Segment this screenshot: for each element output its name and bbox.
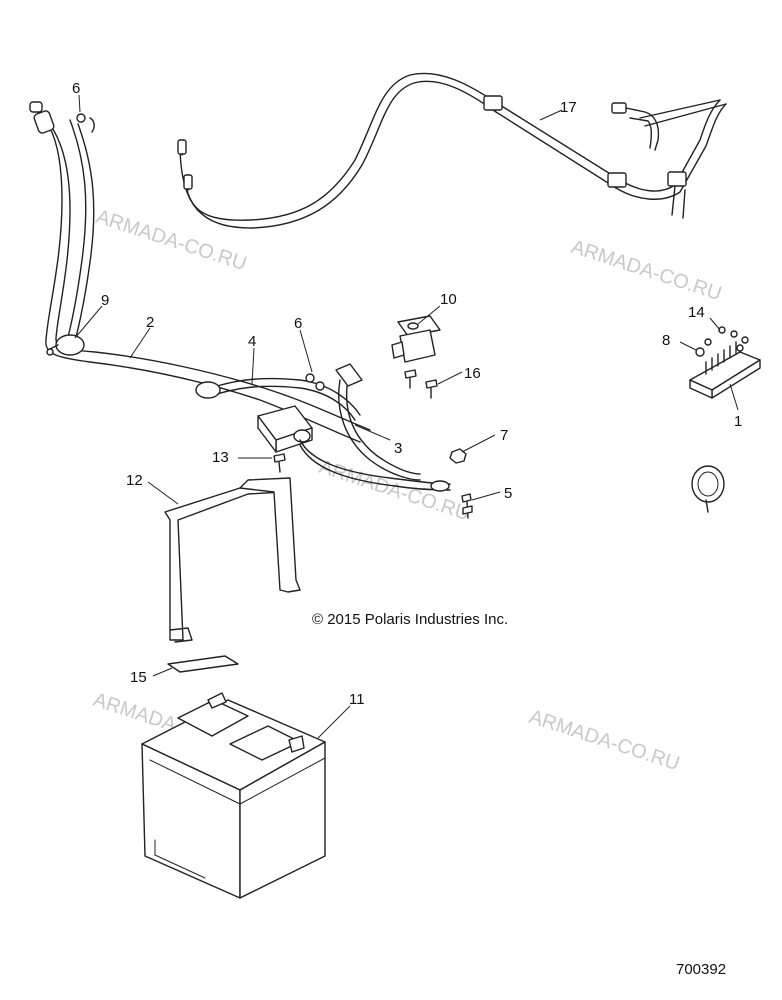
part-3-cable	[299, 363, 451, 492]
watermark-5: ARMADA-CO.RU	[526, 706, 682, 775]
callout-3: 3	[394, 440, 402, 457]
callout-10: 10	[440, 291, 457, 308]
part-10-relay	[391, 315, 441, 363]
callout-12: 12	[126, 472, 143, 489]
watermark-2: ARMADA-CO.RU	[568, 236, 724, 305]
part-5-stud	[461, 493, 473, 519]
part-16-screw	[404, 369, 438, 399]
callout-8: 8	[662, 332, 670, 349]
watermark-1: ARMADA-CO.RU	[93, 206, 249, 275]
callout-6-mid: 6	[294, 315, 302, 332]
part-6-nuts	[76, 113, 325, 391]
part-17-cable-harness	[177, 72, 727, 229]
copyright-text: © 2015 Polaris Industries Inc.	[312, 611, 508, 628]
callout-2: 2	[146, 314, 154, 331]
watermarks: ARMADA-CO.RU ARMADA-CO.RU ARMADA-CO.RU A…	[90, 206, 724, 775]
part-11-battery	[141, 692, 326, 899]
leader-lines	[74, 94, 739, 739]
callout-13: 13	[212, 449, 229, 466]
part-15-pad	[167, 655, 239, 673]
callout-4: 4	[248, 333, 256, 350]
part-2-main-harness	[29, 101, 371, 443]
callout-17: 17	[560, 99, 577, 116]
callout-16: 16	[464, 365, 481, 382]
callout-1: 1	[734, 413, 742, 430]
part-1-terminal-block	[689, 326, 761, 399]
callout-11: 11	[349, 691, 365, 708]
callout-15: 15	[130, 669, 147, 686]
harness-fuse-holder	[257, 405, 313, 453]
part-8-screw	[695, 347, 705, 357]
part-13-bolt	[273, 453, 286, 473]
callout-6-top: 6	[72, 80, 80, 97]
callout-14: 14	[688, 304, 705, 321]
cable-clamp	[691, 465, 725, 513]
callout-9: 9	[101, 292, 109, 309]
callout-7: 7	[500, 427, 508, 444]
callout-5: 5	[504, 485, 512, 502]
part-12-bracket	[164, 477, 301, 643]
document-number: 700392	[676, 961, 726, 978]
part-7-nut	[449, 448, 467, 464]
callouts: 6 17 9 2 4 6 10 16 14 8 1 3 7 13 12 5 15…	[72, 80, 742, 708]
